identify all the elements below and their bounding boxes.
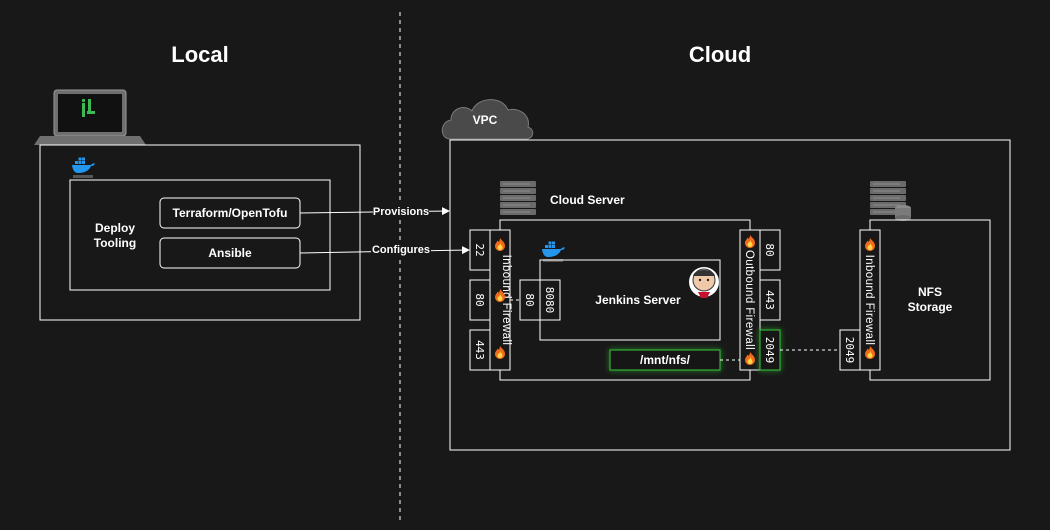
cloud-heading: Cloud (689, 42, 751, 67)
jenkins-x-logo-icon (81, 98, 95, 117)
vpc-label: VPC (473, 113, 498, 127)
nfs-mount-label: /mnt/nfs/ (640, 353, 691, 367)
jenkins-port-8080-box (539, 279, 561, 321)
inbound-firewall-label: Inbound Firewall (500, 255, 512, 346)
vpc-box (449, 139, 1011, 451)
deploy-tooling-label-line1: Deploy (95, 221, 135, 235)
outbound-port-80-box (759, 229, 781, 271)
docker-icon (72, 157, 95, 178)
nfs-port-2049-box (839, 329, 861, 371)
outbound-port-443-label: 443 (763, 290, 776, 310)
port-80-box (469, 279, 491, 321)
outbound-port-80-label: 80 (763, 243, 776, 256)
jenkins-port-80-label: 80 (523, 293, 536, 306)
nfs-inbound-firewall-label: Inbound Firewall (863, 255, 875, 346)
port-22-label: 22 (473, 243, 486, 256)
outbound-port-443-box (759, 279, 781, 321)
outbound-port-2049-label: 2049 (763, 337, 776, 364)
jenkins-server-label: Jenkins Server (595, 293, 681, 307)
nfs-port-2049-label: 2049 (843, 337, 856, 364)
deploy-tooling-label-line2: Tooling (94, 236, 136, 250)
jenkins-butler-icon (689, 267, 719, 298)
cloud-icon (441, 99, 534, 140)
storage-server-icon (869, 180, 911, 221)
deploy-tooling-container (69, 179, 331, 291)
local-machine-box (39, 144, 361, 321)
server-rack-icon (499, 180, 537, 216)
configures-label: Configures (372, 244, 430, 256)
nfs-storage-label-line1: NFS (918, 285, 942, 299)
port-22-box (469, 229, 491, 271)
docker-icon (542, 241, 565, 262)
local-heading: Local (171, 42, 228, 67)
provisions-label: Provisions (373, 206, 429, 218)
laptop-icon (34, 89, 146, 145)
terraform-label: Terraform/OpenTofu (173, 206, 288, 220)
nfs-inbound-firewall (859, 229, 881, 371)
port-443-label: 443 (473, 340, 486, 360)
outbound-firewall-label: Outbound Firewall (743, 250, 755, 350)
cloud-server-label: Cloud Server (550, 193, 625, 207)
nfs-storage-label-line2: Storage (908, 300, 953, 314)
port-443-box (469, 329, 491, 371)
jenkins-port-8080-label: 8080 (543, 287, 556, 314)
ansible-label: Ansible (208, 246, 252, 260)
port-80-label: 80 (473, 293, 486, 306)
